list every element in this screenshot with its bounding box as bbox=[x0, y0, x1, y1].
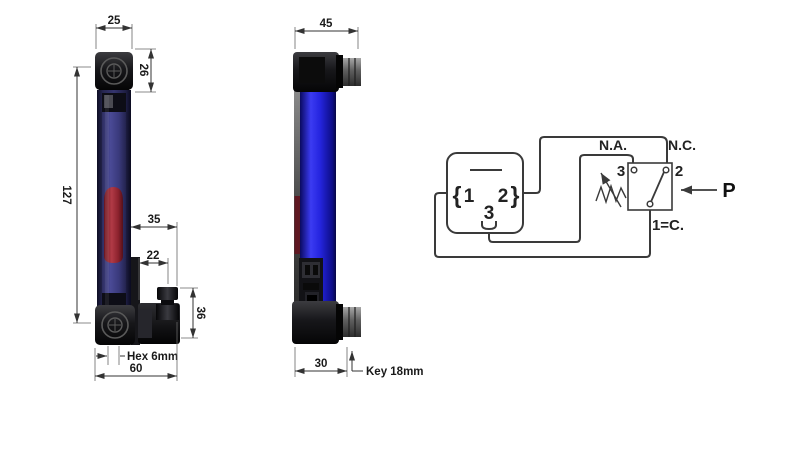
top-screw-cross-icon bbox=[108, 65, 120, 77]
fitting-neck bbox=[161, 299, 174, 305]
pressure-label: P bbox=[722, 180, 735, 202]
side-float-hint bbox=[294, 196, 301, 254]
wire-terminal3-to-na bbox=[488, 154, 634, 243]
elbow-step-plate bbox=[138, 309, 152, 338]
connector-plug-box: { 1 2 } 3 bbox=[446, 152, 524, 234]
hex-label: Hex 6mm bbox=[127, 351, 178, 363]
bottom-screw-cross-icon bbox=[109, 319, 121, 331]
side-bottom-connector bbox=[299, 258, 323, 306]
front-tube-top-plug-highlight bbox=[104, 95, 113, 108]
wire-terminal1-to-common bbox=[434, 192, 651, 258]
dim-30-label: 30 bbox=[315, 358, 328, 370]
dim-25-label: 25 bbox=[108, 15, 121, 27]
dim-side-bottom-width: 30 bbox=[294, 347, 348, 377]
dim-tube-length: 127 bbox=[60, 66, 91, 324]
front-view: 25 26 127 35 22 36 bbox=[60, 15, 206, 381]
fitting-body bbox=[156, 304, 179, 320]
dim-fitting-width: 22 bbox=[138, 250, 169, 300]
bottom-screw-outer-ring-icon bbox=[101, 311, 129, 339]
nc-label: N.C. bbox=[668, 137, 696, 153]
key-callout: Key 18mm bbox=[349, 351, 424, 378]
side-bottom-elbow bbox=[292, 301, 361, 344]
dim-35-label: 35 bbox=[148, 214, 161, 226]
side-top-elbow bbox=[293, 52, 361, 92]
dim-45-label: 45 bbox=[320, 18, 333, 30]
red-level-float bbox=[104, 187, 123, 263]
bottom-screw-inner-ring-icon bbox=[107, 317, 123, 333]
dim-60-label: 60 bbox=[130, 363, 143, 375]
bottom-hex-nut bbox=[343, 307, 361, 337]
front-top-cap bbox=[95, 52, 133, 90]
na-label: N.A. bbox=[599, 137, 627, 153]
dim-fitting-height: 36 bbox=[180, 287, 206, 339]
top-screw-outer-ring-icon bbox=[100, 57, 128, 85]
side-view: 45 30 Key 18mm bbox=[292, 18, 424, 378]
spring-adjust-arrow-icon bbox=[600, 172, 622, 208]
hex-callout: Hex 6mm bbox=[96, 346, 178, 365]
electrical-schematic: { 1 2 } 3 N.A. N.C. 3 2 P 1=C. bbox=[434, 136, 736, 258]
dim-36-label: 36 bbox=[194, 307, 206, 320]
connector-terminal-2-label: 2 bbox=[498, 186, 509, 207]
glass-shine bbox=[105, 95, 109, 308]
bottom-nut-collar bbox=[336, 304, 343, 340]
switch-arm bbox=[649, 171, 665, 205]
wire-terminal2-to-nc bbox=[522, 136, 668, 194]
switch-terminal-2-label: 2 bbox=[675, 163, 683, 180]
dim-127-label: 127 bbox=[60, 185, 72, 204]
top-screw-inner-ring-icon bbox=[106, 63, 122, 79]
front-bottom-cap bbox=[95, 305, 135, 345]
connector-terminal-3-label: 3 bbox=[484, 203, 495, 224]
elbow-vertical-strip bbox=[131, 257, 140, 345]
pressure-switch: N.A. N.C. 3 2 P 1=C. bbox=[595, 137, 736, 234]
dim-22-label: 22 bbox=[147, 250, 160, 262]
fitting-cap bbox=[157, 287, 178, 300]
spring-icon bbox=[595, 183, 627, 205]
dim-side-top-width: 45 bbox=[294, 18, 359, 49]
dim-elbow-offset: 35 bbox=[131, 214, 178, 286]
terminal-3-clip-icon bbox=[481, 221, 497, 231]
na-contact-icon bbox=[630, 166, 638, 174]
terminal-2-clip-icon: } bbox=[511, 182, 520, 208]
common-contact-icon bbox=[646, 200, 654, 208]
nc-contact-icon bbox=[662, 166, 670, 174]
connector-terminal-1-label: 1 bbox=[464, 186, 475, 207]
dim-total-width: 60 bbox=[94, 322, 178, 381]
key-label: Key 18mm bbox=[366, 366, 424, 378]
dim-cap-height: 26 bbox=[135, 48, 156, 93]
common-label: 1=C. bbox=[652, 217, 684, 234]
top-nut-collar bbox=[336, 55, 343, 88]
top-hex-nut bbox=[343, 58, 361, 86]
dim-top-width: 25 bbox=[95, 15, 133, 49]
switch-terminal-3-label: 3 bbox=[617, 163, 625, 180]
terminal-1-clip-icon: { bbox=[453, 182, 462, 208]
dim-26-label: 26 bbox=[137, 64, 149, 77]
